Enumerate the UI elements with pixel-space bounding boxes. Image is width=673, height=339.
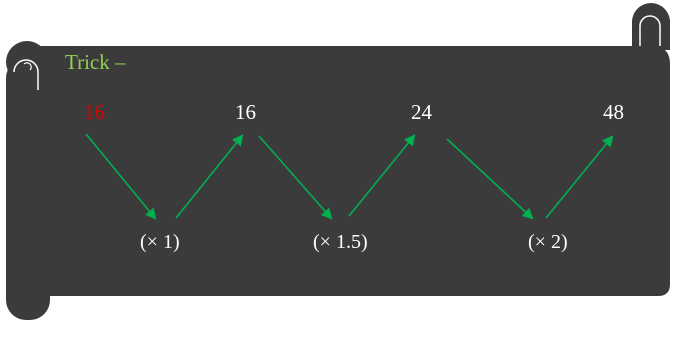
scroll-curl-top-right — [632, 3, 670, 50]
operation-label-2: (× 1.5) — [313, 232, 368, 252]
sequence-number-3: 24 — [411, 102, 432, 123]
trick-title: Trick – — [65, 52, 126, 73]
operation-label-1: (× 1) — [140, 232, 180, 252]
operation-label-3: (× 2) — [528, 232, 568, 252]
scroll-curl-left — [6, 41, 50, 320]
scroll-body — [26, 46, 670, 296]
sequence-number-4: 48 — [603, 102, 624, 123]
sequence-number-2: 16 — [235, 102, 256, 123]
sequence-number-1: 16 — [84, 102, 105, 123]
